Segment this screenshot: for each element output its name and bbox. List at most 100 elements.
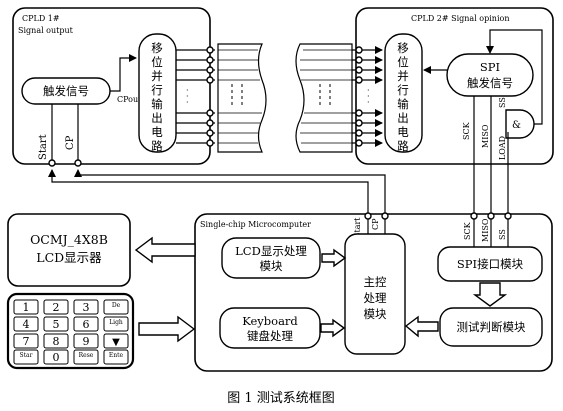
svg-text:位: 位 [397, 55, 409, 69]
and-gate-symbol: & [512, 120, 521, 131]
svg-text:·: · [186, 98, 189, 107]
lcd-processing-label-2: 模块 [260, 259, 283, 273]
svg-text:Star: Star [20, 352, 33, 359]
arrow-spi-to-test [472, 282, 508, 307]
mcu-ss-label: SS [498, 229, 507, 240]
svg-text:电: 电 [397, 125, 409, 139]
svg-text:移: 移 [151, 41, 163, 55]
lcd-processing-module [221, 237, 321, 279]
cpld1-output-lines: ··· [176, 46, 215, 147]
svg-text:0: 0 [53, 351, 60, 364]
svg-text:并: 并 [151, 69, 163, 83]
key-1[interactable] [13, 299, 39, 315]
cpld2-spi-label: SPI [480, 60, 500, 74]
ribbon-cable [217, 43, 353, 153]
key-light[interactable] [103, 316, 129, 332]
svg-text:出: 出 [397, 111, 409, 125]
main-control-label-1: 主控 [364, 275, 387, 289]
lcd-model-label: OCMJ_4X8B [30, 232, 108, 247]
svg-text:移: 移 [397, 41, 409, 55]
test-judgement-module [439, 307, 543, 347]
svg-text:路: 路 [397, 139, 409, 153]
svg-text:7: 7 [23, 335, 30, 348]
key-2[interactable] [43, 299, 69, 315]
svg-text:·: · [186, 86, 189, 95]
cpld2-shift-text: 移 位 并 行 输 出 电 路 [397, 41, 409, 153]
cpld2-shift-circuit [384, 33, 423, 153]
cpld2-block: CPLD 2# Signal opinion ··· 移 位 并 行 输 出 电 [352, 7, 554, 217]
cpld2-trigger-label: 触发信号 [467, 76, 513, 90]
spi-interface-module [437, 246, 543, 282]
mcu-block: Single-chip Microcomputer Start CP SCK M… [194, 212, 553, 372]
lcd-display-label: LCD显示器 [36, 250, 102, 265]
key-0[interactable] [43, 349, 69, 365]
cpld2-spi-trigger-oval [446, 53, 534, 97]
svg-text:3: 3 [83, 301, 90, 314]
mcu-title: Single-chip Microcomputer [200, 220, 311, 229]
main-control-module [344, 233, 406, 355]
cpld2-ss-label: SS [498, 97, 507, 108]
arrow-keyboard-to-main [320, 318, 346, 338]
svg-text:2: 2 [53, 301, 60, 314]
key-enter[interactable] [103, 349, 129, 365]
keypad: 1 2 3 De 4 5 6 Ligh 7 8 9 ▼ Star 0 Rese … [6, 292, 135, 370]
key-3[interactable] [73, 299, 99, 315]
svg-text:行: 行 [151, 83, 163, 97]
svg-text:电: 电 [151, 125, 163, 139]
arrow-test-to-main [404, 315, 439, 338]
arrow-mcu-to-lcd [134, 236, 196, 264]
cpld1-subtitle: Signal output [18, 26, 74, 35]
keyboard-processing-module [219, 307, 321, 349]
cpld1-shift-text: 移 位 并 行 输 出 电 路 [151, 41, 163, 153]
key-down[interactable] [103, 333, 129, 349]
svg-text:并: 并 [397, 69, 409, 83]
keyboard-processing-label-1: Keyboard [242, 314, 298, 328]
key-6[interactable] [73, 316, 99, 332]
key-4[interactable] [13, 316, 39, 332]
cpld2-sck-label: SCK [462, 121, 471, 140]
cpld1-block: CPLD 1# Signal output 触发信号 CPout Start C… [12, 7, 211, 167]
mcu-cp-label: CP [371, 218, 380, 230]
keyboard-processing-label-2: 键盘处理 [247, 329, 293, 343]
key-reset[interactable] [73, 349, 99, 365]
svg-text:出: 出 [151, 111, 163, 125]
spi-interface-label: SPI接口模块 [457, 257, 524, 271]
mcu-miso-label: MISO [481, 218, 490, 242]
svg-text:De: De [112, 302, 121, 309]
cpld1-cpout-label: CPout [117, 95, 142, 104]
svg-text:Ligh: Ligh [109, 319, 123, 326]
svg-text:8: 8 [53, 335, 60, 348]
cpld1-start-label: Start [38, 134, 49, 160]
key-8[interactable] [43, 333, 69, 349]
svg-text:输: 输 [397, 97, 409, 111]
svg-text:输: 输 [151, 97, 163, 111]
lcd-processing-label-1: LCD显示处理 [235, 244, 307, 258]
svg-text:·: · [367, 92, 370, 101]
key-7[interactable] [13, 333, 39, 349]
svg-text:·: · [367, 86, 370, 95]
svg-text:4: 4 [23, 318, 30, 331]
key-start[interactable] [13, 349, 39, 365]
svg-text:位: 位 [151, 55, 163, 69]
cpld1-title: CPLD 1# [22, 14, 60, 23]
svg-text:Ente: Ente [109, 352, 124, 359]
cpld2-load-label: LOAD [498, 136, 507, 160]
keypad-keys [13, 299, 129, 365]
cpld1-shift-circuit [138, 33, 177, 153]
lcd-display-block: OCMJ_4X8B LCD显示器 [7, 213, 131, 287]
svg-text:1: 1 [23, 301, 30, 314]
key-delete[interactable] [103, 299, 129, 315]
cpld2-input-lines: ··· [352, 46, 383, 147]
svg-text:·: · [367, 98, 370, 107]
key-9[interactable] [73, 333, 99, 349]
and-gate [505, 109, 535, 139]
svg-text:·: · [186, 92, 189, 101]
figure-caption: 图 1 测试系统框图 [227, 391, 335, 406]
mcu-sck-label: SCK [463, 221, 472, 240]
key-5[interactable] [43, 316, 69, 332]
cpld1-cp-label: CP [65, 135, 76, 150]
down-arrow-icon: ▼ [112, 337, 120, 348]
svg-text:6: 6 [83, 318, 90, 331]
cpld2-title: CPLD 2# Signal opinion [411, 14, 509, 23]
